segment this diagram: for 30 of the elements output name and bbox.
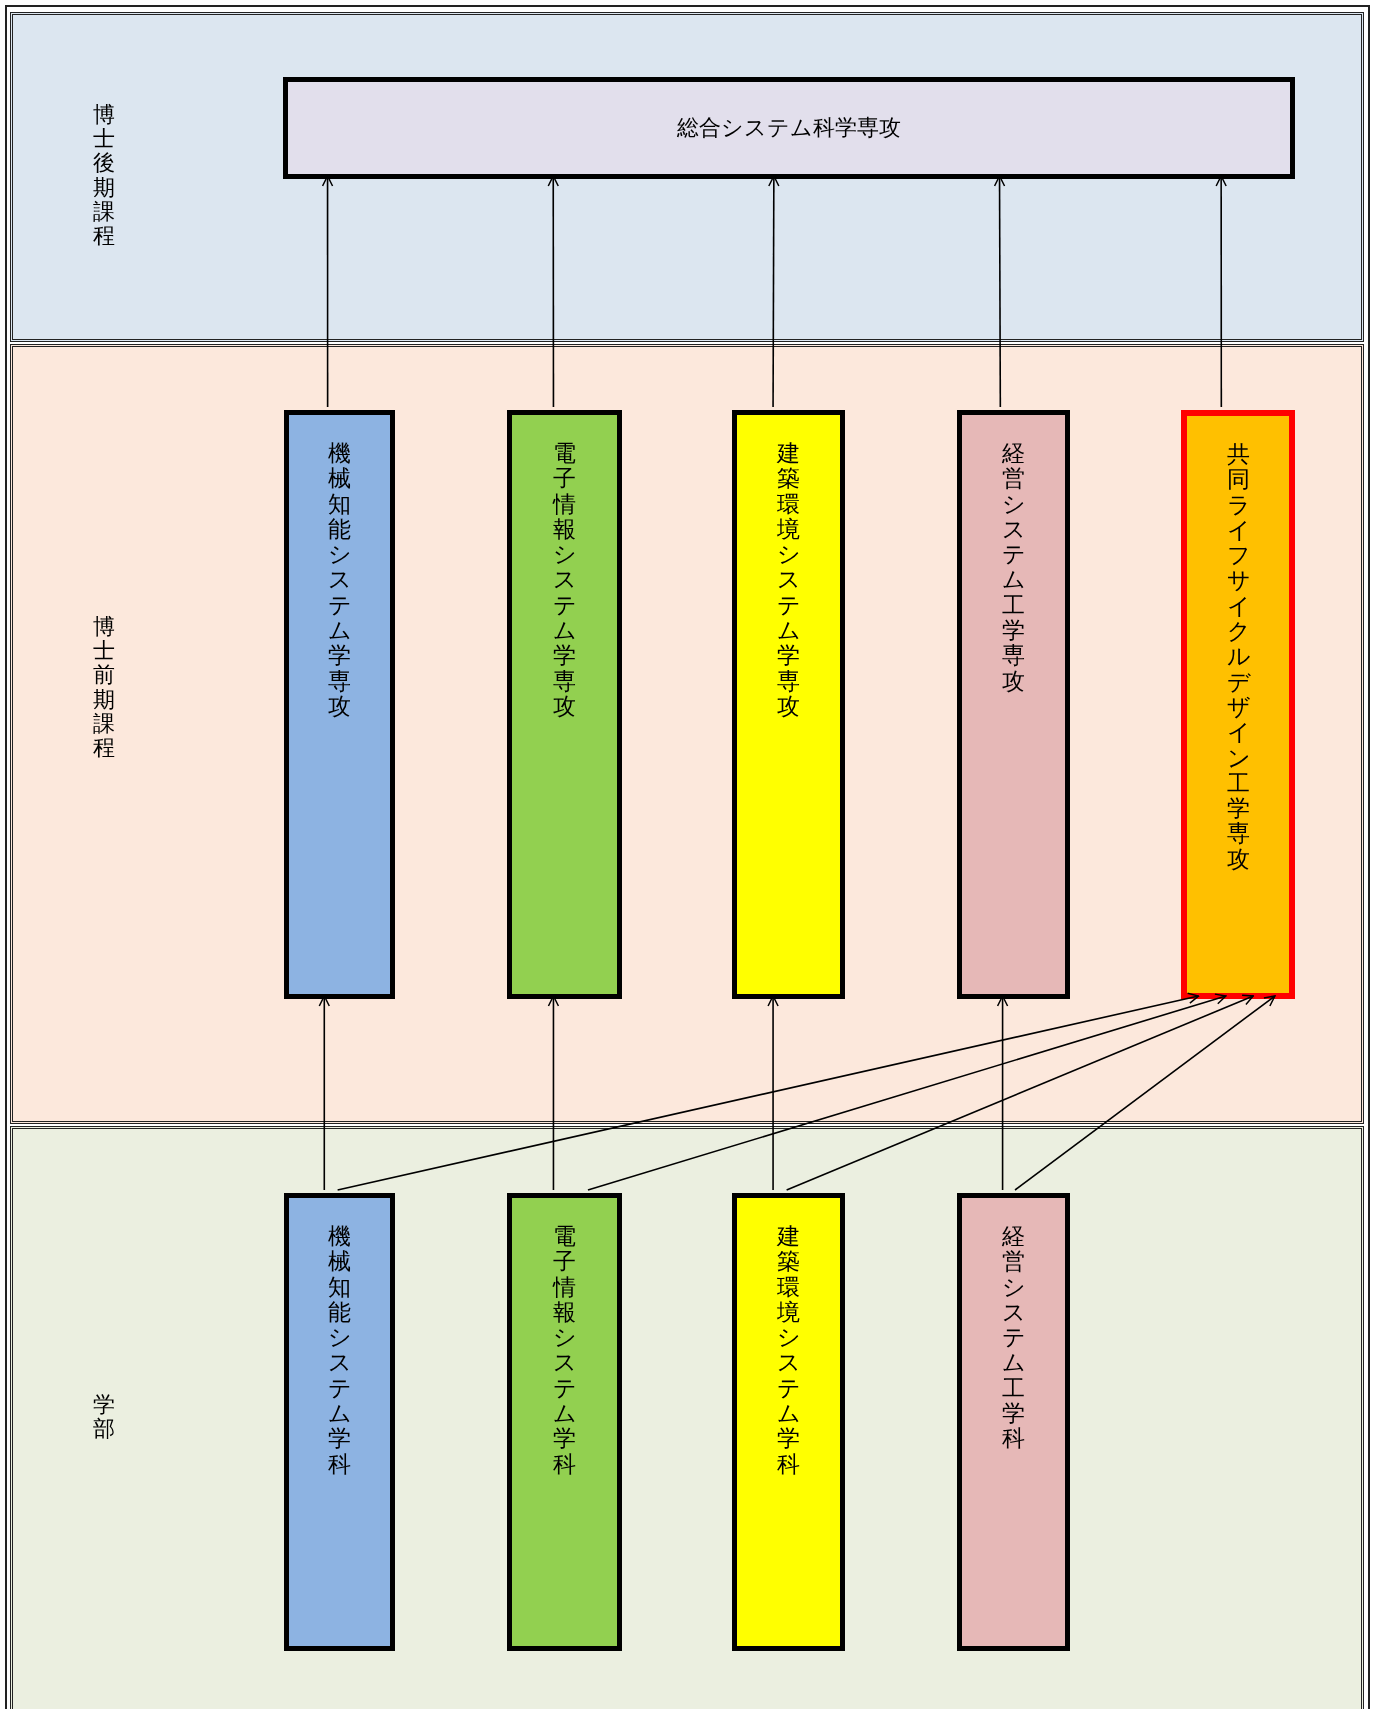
program-name: 経営システム工学科: [1002, 1224, 1025, 1452]
program-box: [507, 1193, 622, 1651]
program-box: [284, 410, 395, 999]
program-box: [732, 1193, 845, 1651]
program-box: [284, 1193, 395, 1651]
arrow: [1014, 995, 1276, 1191]
program-name: 共同ライフサイクルデザイン工学専攻: [1226, 442, 1250, 873]
level-band: [10, 1126, 1364, 1709]
program-name: 電子情報システム学専攻: [553, 441, 576, 720]
level-label: 学部: [93, 1393, 115, 1442]
program-name: 建築環境システム学科: [777, 1224, 800, 1477]
program-name: 機械知能システム学専攻: [328, 441, 351, 720]
program-box: [1181, 410, 1295, 999]
program-box: [283, 77, 1295, 179]
program-box: [957, 410, 1070, 999]
level-label: 博士後期課程: [93, 103, 115, 249]
arrow: [587, 993, 1227, 1191]
program-name: 経営システム工学専攻: [1002, 441, 1025, 694]
level-label: 博士前期課程: [93, 615, 115, 761]
program-name: 機械知能システム学科: [328, 1224, 351, 1477]
program-box: [957, 1193, 1070, 1651]
program-name: 総合システム科学専攻: [677, 114, 901, 142]
program-name: 建築環境システム学専攻: [777, 441, 800, 720]
program-box: [732, 410, 845, 999]
arrow: [785, 994, 1255, 1191]
level-band: [10, 12, 1364, 342]
program-box: [507, 410, 622, 999]
program-name: 電子情報システム学科: [553, 1224, 576, 1477]
level-band: [10, 344, 1364, 1124]
arrow: [336, 992, 1200, 1191]
